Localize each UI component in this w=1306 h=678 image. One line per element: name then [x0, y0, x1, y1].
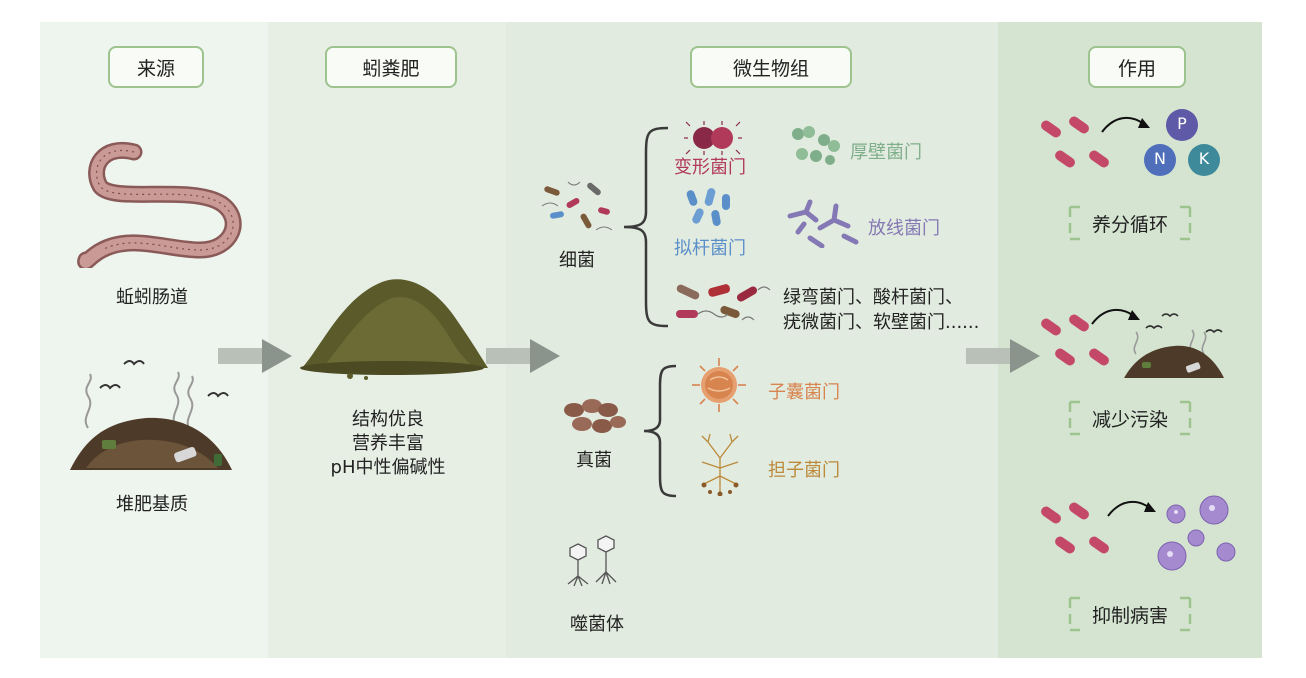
pollution-reduction-box: 减少污染	[1064, 396, 1196, 440]
property-2: 营养丰富	[352, 433, 424, 454]
microbiome-header: 微生物组	[690, 46, 852, 88]
curved-arrow-icon	[1101, 116, 1150, 133]
compost-heap-icon	[70, 360, 232, 470]
microbiome-panel	[506, 22, 998, 658]
source-header: 来源	[108, 46, 204, 88]
bacteriophage-icon	[567, 535, 617, 587]
bacteroidetes-icon	[686, 188, 730, 226]
proteobacteria-icon	[684, 121, 742, 155]
actinobacteria-icon	[787, 199, 859, 248]
proteobacteria-label: 变形菌门	[674, 157, 746, 178]
other-phyla-line1: 绿弯菌门、酸杆菌门、	[783, 287, 963, 308]
disease-suppression-box: 抑制病害	[1064, 592, 1196, 636]
actinobacteria-label: 放线菌门	[868, 218, 940, 239]
arrow-right-icon	[218, 339, 292, 373]
nutrient-k: K	[1198, 149, 1210, 168]
bacteria-cluster-icon	[541, 181, 613, 231]
effects-header: 作用	[1088, 46, 1186, 88]
property-3: pH中性偏碱性	[330, 457, 446, 478]
property-1: 结构优良	[352, 409, 424, 430]
compost-label: 堆肥基质	[116, 494, 188, 515]
earthworm-icon	[77, 141, 242, 268]
source-panel	[40, 22, 268, 658]
curved-arrow-icon	[1091, 308, 1140, 325]
other-phyla-line2: 疣微菌门、软壁菌门......	[783, 312, 980, 333]
ascomycota-label: 子囊菌门	[768, 382, 840, 403]
ascomycota-icon	[692, 358, 746, 412]
basidiomycota-icon	[701, 433, 739, 496]
fungi-label: 真菌	[576, 450, 612, 471]
bacteria-group-icon	[1041, 502, 1109, 554]
bacteria-group-icon	[1041, 116, 1109, 168]
firmicutes-label: 厚壁菌门	[850, 142, 922, 163]
bacteria-bracket	[623, 126, 669, 328]
nutrient-p: P	[1177, 114, 1187, 133]
nutrient-cycling-label: 养分循环	[1091, 213, 1168, 236]
other-bacteria-icon	[676, 284, 771, 321]
nutrient-n: N	[1154, 149, 1166, 168]
arrow-right-icon	[966, 339, 1040, 373]
compost-heap-icon	[1124, 313, 1224, 378]
phage-label: 噬菌体	[570, 614, 624, 635]
gut-label: 蚯蚓肠道	[116, 287, 188, 308]
pathogen-virus-icon	[1157, 495, 1236, 571]
vermicompost-header: 蚓粪肥	[325, 46, 457, 88]
curved-arrow-icon	[1107, 500, 1156, 517]
basidiomycota-label: 担子菌门	[768, 460, 840, 481]
nutrient-circles-icon	[1144, 109, 1220, 176]
bacteroidetes-label: 拟杆菌门	[674, 238, 746, 259]
nutrient-cycling-box: 养分循环	[1064, 201, 1196, 245]
pollution-reduction-label: 减少污染	[1091, 408, 1168, 431]
fungi-bracket	[643, 364, 677, 498]
disease-suppression-label: 抑制病害	[1091, 604, 1168, 627]
bacteria-label: 细菌	[559, 250, 595, 271]
firmicutes-icon	[792, 126, 840, 165]
arrow-right-icon	[486, 339, 560, 373]
vermicompost-pile-icon	[300, 279, 488, 380]
fungi-icon	[564, 399, 626, 433]
bacteria-group-icon	[1041, 314, 1109, 366]
